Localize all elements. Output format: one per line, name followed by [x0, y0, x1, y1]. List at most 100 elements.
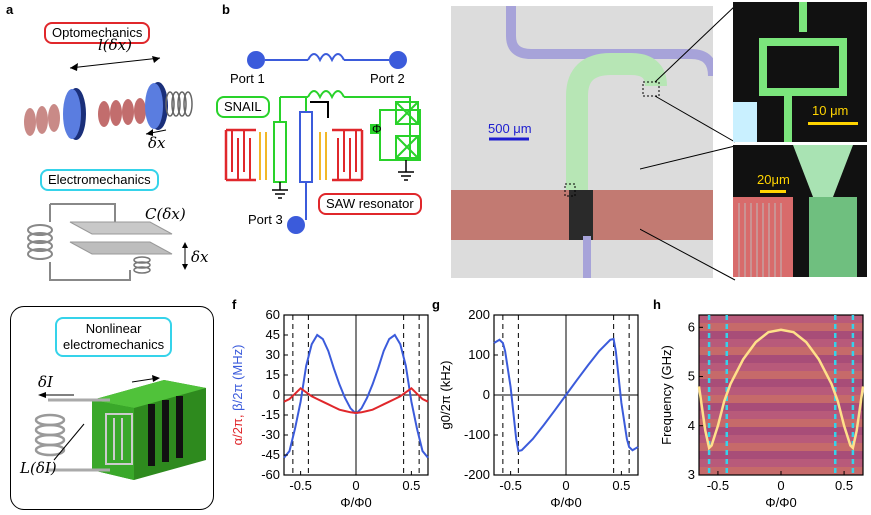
phi-label: Φ [372, 122, 382, 136]
heatmap-background [699, 315, 863, 476]
y-tick-label: -60 [261, 467, 280, 482]
scale-e: 20μm [757, 172, 790, 187]
y-label-alpha: α/2π, [230, 411, 245, 446]
optomechanics-diagram [24, 56, 193, 140]
series-line-1 [283, 386, 429, 415]
y-tick-label: 0 [483, 387, 490, 402]
y-tick-label: 200 [468, 307, 490, 322]
x-tick-label: -0.5 [707, 478, 729, 493]
y-tick-label: -30 [261, 427, 280, 442]
electromechanics-label: Electromechanics [40, 169, 159, 191]
nonlinear-line1: Nonlinear [85, 321, 142, 336]
port3-label: Port 3 [248, 212, 283, 227]
y-tick-label: -45 [261, 447, 280, 462]
x-axis-label: Φ/Φ0 [340, 495, 372, 510]
scale-c: 500 μm [488, 121, 532, 136]
optomechanics-label: Optomechanics [44, 22, 151, 44]
snail-micrograph [733, 2, 867, 142]
x-tick-label: 0 [562, 478, 569, 493]
heatmap-row [699, 427, 863, 436]
zoom-lines [640, 5, 736, 281]
y-tick-label: -200 [464, 467, 490, 482]
nonlinear-line2: electromechanics [63, 337, 165, 352]
y-tick-label: 100 [468, 347, 490, 362]
heatmap-row [699, 331, 863, 340]
x-tick-label: 0 [352, 478, 359, 493]
heatmap-row [699, 459, 863, 468]
y-tick-label: 45 [266, 327, 280, 342]
x-tick-label: 0.5 [612, 478, 630, 493]
heatmap-row [699, 387, 863, 396]
device-micrograph [451, 6, 718, 278]
snail-label: SNAIL [216, 96, 270, 118]
y-tick-label: 60 [266, 307, 280, 322]
x-tick-label: 0 [777, 478, 784, 493]
dx-label-2: δx [191, 248, 209, 266]
y-axis-label: g0/2π (kHz) [438, 361, 453, 430]
heatmap-row [699, 443, 863, 452]
x-axis-label: Φ/Φ0 [550, 495, 582, 510]
heatmap-row [699, 355, 863, 364]
heatmap-row [699, 419, 863, 428]
heatmap-row [699, 451, 863, 460]
x-tick-label: 0.5 [402, 478, 420, 493]
series-line-0 [697, 328, 865, 451]
y-tick-label: 30 [266, 347, 280, 362]
port1-label: Port 1 [230, 71, 265, 86]
heatmap-row [699, 323, 863, 332]
y-label-beta: β/2π (MHz) [230, 345, 245, 411]
length-label: l(δx) [98, 36, 132, 54]
L-label: L(δI) [20, 459, 57, 477]
nonlinear-diagram [34, 375, 206, 480]
heatmap-row [699, 411, 863, 420]
nonlinear-label: Nonlinear electromechanics [55, 317, 173, 357]
heatmap-row [699, 403, 863, 412]
x-axis-label: Φ/Φ0 [765, 495, 797, 510]
panel-label-a: a [6, 2, 14, 17]
scale-d: 10 μm [812, 103, 849, 118]
heatmap-row [699, 371, 863, 380]
chart-f: -0.5 0 0.5 -60 -45 -30 -15 0 15 30 45 60Φ/Φ0 α/2π, β… [230, 307, 429, 510]
circuit-diagram [224, 51, 421, 234]
panel-label-f: f [232, 297, 237, 312]
y-tick-label: 5 [688, 369, 695, 384]
idt-micrograph [733, 145, 867, 277]
x-tick-label: -0.5 [499, 478, 521, 493]
electromechanics-diagram [27, 203, 188, 281]
y-axis-label: α/2π, β/2π (MHz) [230, 345, 245, 446]
red-beads [24, 98, 146, 136]
panel-label-b: b [222, 2, 230, 17]
cap-label: C(δx) [145, 205, 186, 223]
y-tick-label: 3 [688, 467, 695, 482]
heatmap-row [699, 395, 863, 404]
y-tick-label: -15 [261, 407, 280, 422]
y-tick-label: 15 [266, 367, 280, 382]
scale-bar-d [808, 122, 858, 125]
series-line-0 [493, 337, 639, 453]
spring-icon-2 [133, 256, 151, 274]
heatmap-row [699, 379, 863, 388]
y-tick-label: 0 [273, 387, 280, 402]
panel-label-h: h [653, 297, 661, 312]
port2-label: Port 2 [370, 71, 405, 86]
y-axis-label: Frequency (GHz) [659, 345, 674, 445]
dI-label: δI [38, 373, 53, 391]
dx-label-1: δx [148, 134, 166, 152]
heatmap-row [699, 315, 863, 324]
heatmap-row [699, 363, 863, 372]
y-tick-label: 4 [688, 418, 695, 433]
idt-right [332, 128, 364, 182]
heatmap-row [699, 347, 863, 356]
spring-icon [165, 91, 193, 117]
saw-label: SAW resonator [318, 193, 422, 215]
idt-left [224, 128, 256, 182]
inductor-icon [34, 413, 66, 457]
y-tick-label: 6 [688, 319, 695, 334]
heatmap-row [699, 435, 863, 444]
panel-label-g: g [432, 297, 440, 312]
x-tick-label: -0.5 [289, 478, 311, 493]
scale-bar-e [760, 190, 786, 193]
heatmap-row [699, 339, 863, 348]
